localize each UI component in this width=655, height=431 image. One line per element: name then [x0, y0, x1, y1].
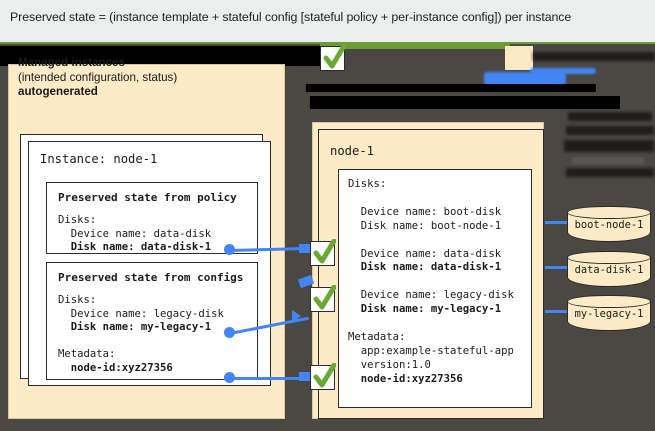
redacted-blur-right-5: [566, 168, 654, 177]
managed-instances-title-line1: Managed instances: [18, 56, 125, 69]
disk-label-legacy: my-legacy-1: [574, 308, 644, 320]
redacted-green-bar: [320, 44, 510, 49]
check-mark-icon: [313, 239, 336, 264]
policy-line-disks: Disks:: [58, 214, 97, 226]
connector-stub-node-id: [299, 372, 313, 381]
managed-instances-title: Managed instances (intended configuratio…: [18, 56, 268, 100]
live-metadata-nodeid: node-id:xyz27356: [348, 372, 463, 385]
redacted-blue-blob-2: [530, 68, 596, 74]
check-mark-icon: [323, 44, 346, 69]
check-badge-node-id: [310, 363, 336, 390]
redacted-blur-right-3: [564, 140, 654, 152]
preserved-state-configs-card: [46, 262, 258, 380]
policy-card-heading: Preserved state from policy: [58, 191, 237, 204]
configs-card-heading: Preserved state from configs: [58, 271, 244, 284]
connector-stub-data-disk: [299, 244, 313, 253]
caption-banner: Preserved state = (instance template + s…: [0, 0, 655, 44]
preserved-state-policy-card: [46, 182, 258, 254]
live-metadata-version: version:1.0: [348, 358, 431, 371]
redacted-blur-right-2: [566, 126, 654, 135]
disk-top: [567, 295, 651, 308]
configs-line-nodeid: node-id:xyz27356: [58, 361, 173, 374]
disk-label-data: data-disk-1: [574, 264, 644, 276]
disk-top: [567, 251, 651, 264]
redacted-blur-top-right: [533, 52, 655, 61]
configs-line-metadata: Metadata:: [58, 348, 116, 361]
disk-cylinder-legacy: my-legacy-1: [567, 295, 651, 333]
live-boot-disk: Disk name: boot-node-1: [348, 219, 502, 232]
redacted-cream-chip: [505, 46, 533, 70]
configs-line-device: Device name: legacy-disk: [58, 307, 224, 320]
live-disks-card: [338, 169, 532, 408]
check-badge-header: [320, 44, 346, 71]
check-mark-icon: [313, 363, 336, 388]
live-legacy-device: Device name: legacy-disk: [348, 289, 514, 302]
instance-label: Instance: node-1: [40, 152, 158, 166]
node-label: node-1: [330, 144, 375, 158]
policy-line-disk: Disk name: data-disk-1: [58, 241, 212, 254]
check-mark-icon: [313, 285, 336, 310]
configs-card-body: Disks: Device name: legacy-disk Disk nam…: [58, 294, 224, 376]
live-metadata-heading: Metadata:: [348, 330, 406, 343]
check-badge-data-disk: [310, 239, 336, 266]
disk-cylinder-boot: boot-node-1: [567, 206, 651, 244]
live-data-disk: Disk name: data-disk-1: [348, 261, 502, 274]
connector-dot-data-disk: [224, 244, 235, 255]
redacted-blue-blob-1: [484, 72, 566, 85]
live-disks-text: Disks: Device name: boot-disk Disk name:…: [348, 178, 538, 387]
live-boot-device: Device name: boot-disk: [348, 205, 502, 218]
connector-dot-legacy-disk: [224, 327, 235, 338]
redacted-bar-mid-1: [306, 84, 596, 92]
configs-line-disk: Disk name: my-legacy-1: [58, 321, 212, 334]
disk-cylinder-data: data-disk-1: [567, 251, 651, 289]
diagram-body: Managed instances (intended configuratio…: [0, 44, 655, 431]
redacted-blur-right-1: [568, 112, 652, 121]
redacted-bar-top-left: [0, 46, 320, 66]
check-badge-legacy-disk: [310, 285, 336, 312]
managed-instances-title-line2: (intended configuration, status): [18, 70, 178, 84]
disk-top: [567, 206, 651, 219]
disk-connector-boot: [545, 221, 569, 224]
disk-label-boot: boot-node-1: [574, 219, 644, 231]
disk-connector-data: [545, 266, 569, 269]
policy-card-body: Disks: Device name: data-disk Disk name:…: [58, 214, 211, 255]
disk-connector-legacy: [545, 310, 569, 313]
redacted-blur-right-4: [572, 157, 644, 164]
connector-arrow-legacy-disk: [292, 310, 301, 322]
live-disks-heading: Disks:: [348, 178, 387, 190]
configs-line-disks: Disks:: [58, 294, 97, 306]
live-data-device: Device name: data-disk: [348, 247, 502, 260]
connector-line-node-id: [230, 377, 302, 380]
managed-instances-title-line3: autogenerated: [18, 85, 98, 99]
live-metadata-app: app:example-stateful-app: [348, 344, 514, 357]
redacted-bar-mid-2: [310, 96, 620, 109]
caption-text: Preserved state = (instance template + s…: [10, 10, 572, 24]
live-legacy-disk: Disk name: my-legacy-1: [348, 303, 502, 316]
policy-line-device: Device name: data-disk: [58, 227, 212, 240]
connector-dot-node-id: [224, 372, 235, 383]
